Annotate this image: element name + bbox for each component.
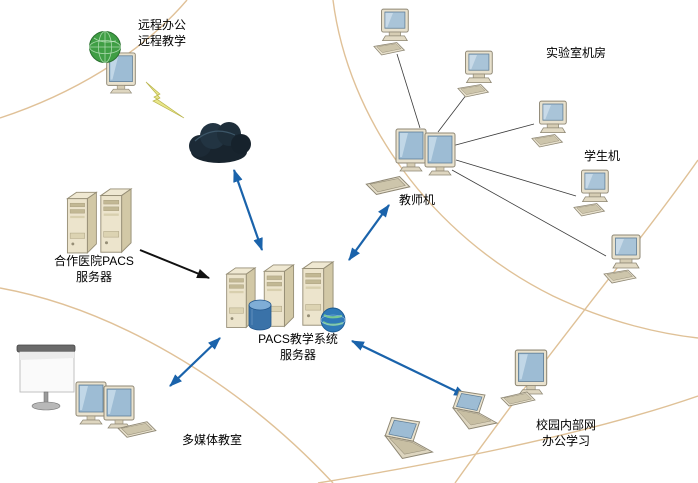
arrow-hospital-server [139, 249, 211, 279]
central-label-line2: 服务器 [279, 348, 316, 362]
remote-label-line1: 远程办公 [138, 18, 187, 32]
students-label: 学生机 [584, 149, 621, 163]
lab-label: 实验室机房 [546, 46, 607, 60]
hospital-servers-group [66, 188, 132, 254]
student-pcs-group [531, 100, 641, 284]
central-label: PACS教学系统 服务器 [250, 331, 346, 363]
hospital-label-line2: 服务器 [75, 270, 112, 284]
remote-terminal-group [89, 31, 136, 94]
multimedia-label: 多媒体教室 [182, 433, 243, 447]
decorative-curve [317, 395, 698, 483]
campus-label-line1: 校园内部网 [535, 418, 596, 432]
lan-link-student-pc-2 [455, 159, 577, 197]
tower-server-icon [66, 191, 97, 254]
central-servers-group [226, 261, 346, 333]
teacher-workstation-group [365, 128, 456, 195]
decorative-curve [332, 0, 698, 339]
campus-label: 校园内部网 办公学习 [526, 417, 606, 449]
desktop-pc-icon [603, 234, 641, 284]
arrow-teacher-server [348, 204, 390, 261]
arrow-internet-server [232, 168, 264, 252]
campus-label-line2: 办公学习 [541, 434, 590, 448]
arrow-campus-server [351, 340, 467, 397]
laptop-icon [384, 417, 434, 459]
remote-label-line2: 远程教学 [138, 34, 187, 48]
desktop-pc-icon [457, 50, 493, 98]
desktop-pc-icon [573, 169, 609, 217]
teacher-label: 教师机 [399, 193, 436, 207]
data-flow-arrows [169, 168, 467, 397]
projector-screen-icon [16, 344, 76, 411]
campus-devices-group [384, 349, 548, 459]
monitor-icon [514, 349, 548, 395]
arrow-multimedia-server [169, 337, 221, 387]
web-globe-icon [320, 307, 346, 333]
laptop-icon [452, 390, 498, 430]
monitor-icon [75, 381, 107, 425]
decorative-curve [0, 0, 188, 119]
lan-link-student-pc-1 [451, 123, 535, 147]
monitor-icon [395, 128, 427, 172]
lightning-bolt-icon [145, 81, 185, 119]
monitor-icon [424, 132, 456, 176]
lan-link-lab-pc-1 [396, 53, 421, 129]
lan-link-student-pc-3 [451, 169, 607, 257]
database-cylinder-icon [248, 299, 272, 331]
internet-cloud-icon [188, 121, 252, 164]
multimedia-classroom-group [16, 344, 157, 438]
desktop-pc-icon [373, 8, 409, 56]
lab-pcs-group [373, 8, 493, 98]
central-label-line1: PACS教学系统 [258, 332, 338, 346]
lan-links [396, 53, 607, 257]
hospital-label: 合作医院PACS 服务器 [44, 253, 144, 285]
tower-server-icon [100, 188, 132, 253]
decorative-curve [454, 159, 698, 483]
globe-icon [89, 31, 121, 63]
monitor-icon [103, 385, 135, 429]
hospital-label-line1: 合作医院PACS [54, 254, 134, 268]
lan-link-lab-pc-2 [437, 89, 471, 133]
remote-label: 远程办公 远程教学 [138, 17, 186, 49]
desktop-pc-icon [531, 100, 567, 148]
